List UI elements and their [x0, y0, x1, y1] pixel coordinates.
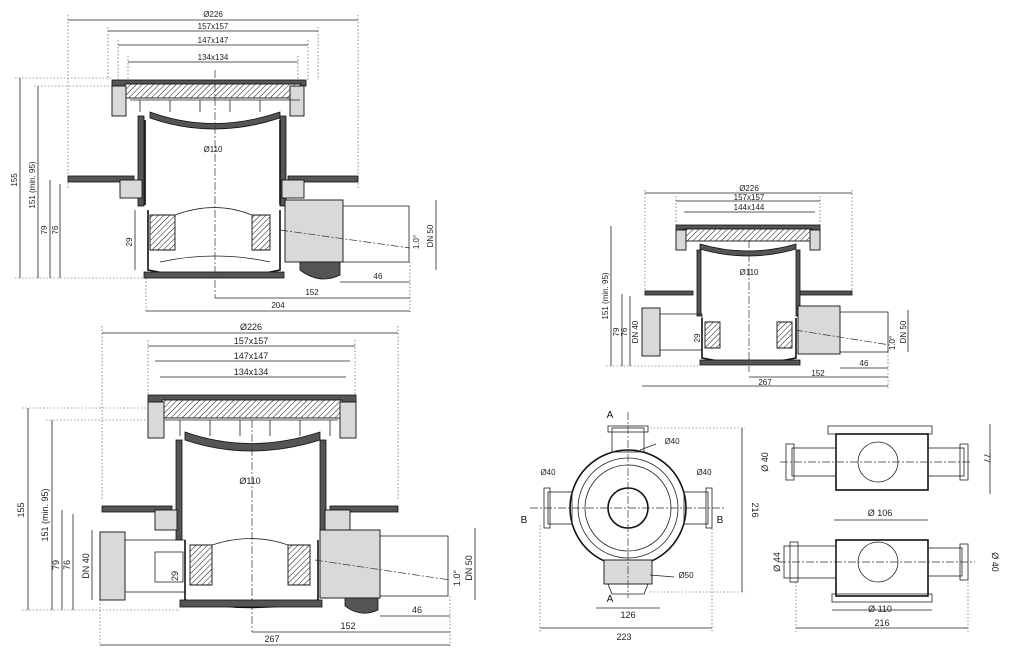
v3-dim-slope: 1.0°: [888, 336, 897, 350]
sec-bot-dim-d110: Ø 110: [868, 604, 892, 614]
v3-dim-79: 79: [612, 327, 621, 336]
v3-dim-267: 267: [758, 378, 772, 387]
v1-dim-157: 157x157: [198, 22, 229, 31]
v1-dim-134: 134x134: [198, 53, 229, 62]
view3-drain-section: Ø226 157x157 144x144 Ø110 151 (min. 95) …: [601, 184, 909, 388]
v3-dim-157: 157x157: [734, 193, 765, 202]
v1-dim-46: 46: [374, 272, 383, 281]
v1-dim-204: 204: [271, 301, 285, 310]
v2-dim-157: 157x157: [234, 336, 269, 346]
v3-dim-226: Ø226: [739, 184, 759, 193]
plan-section-a-top: A: [607, 410, 614, 421]
v3-dim-151: 151 (min. 95): [601, 272, 610, 319]
v2-dim-slope: 1.0°: [452, 570, 462, 587]
v2-dim-134: 134x134: [234, 367, 269, 377]
v1-dim-155: 155: [10, 173, 19, 187]
v2-dim-29: 29: [170, 571, 180, 581]
sec-bot-dim-d40: Ø 40: [990, 552, 1000, 572]
v3-dim-110: Ø110: [740, 268, 760, 277]
plan-dim-d40-top: Ø40: [664, 437, 680, 446]
v2-dim-76: 76: [62, 560, 72, 570]
v1-dim-dn50: DN 50: [426, 224, 435, 247]
sec-bot-dim-216: 216: [874, 618, 889, 628]
v1-dim-152: 152: [305, 288, 319, 297]
v2-dim-151: 151 (min. 95): [40, 488, 50, 541]
v1-dim-76: 76: [51, 225, 60, 234]
v2-dim-152: 152: [340, 621, 355, 631]
sec-top-dim-77: 77: [982, 453, 992, 463]
plan-dim-d40-right: Ø40: [696, 468, 712, 477]
v3-dim-144: 144x144: [734, 203, 765, 212]
v1-dim-151: 151 (min. 95): [28, 161, 37, 208]
v3-dim-dn50: DN 50: [899, 320, 908, 343]
v1-dim-147: 147x147: [198, 36, 229, 45]
v3-dim-76: 76: [620, 327, 629, 336]
plan-section-a-bottom: A: [607, 594, 614, 605]
v1-dim-slope: 1.0°: [412, 235, 421, 249]
v2-dim-dn40: DN 40: [81, 553, 91, 579]
v1-dim-110: Ø110: [204, 145, 224, 154]
v3-dim-152: 152: [811, 369, 825, 378]
v2-dim-79: 79: [51, 560, 61, 570]
v2-dim-147: 147x147: [234, 351, 269, 361]
v3-dim-29: 29: [693, 333, 702, 342]
view2-drain-section: Ø226 157x157 147x147 134x134 Ø110: [16, 322, 476, 646]
v2-dim-46: 46: [412, 605, 422, 615]
sec-bot-dim-d44: Ø 44: [772, 552, 782, 572]
v1-dim-226: Ø226: [203, 10, 223, 19]
view1-drain-section: Ø226 157x157 147x147 134x134 Ø110: [10, 10, 437, 312]
v3-dim-dn40: DN 40: [631, 320, 640, 343]
plan-dim-d40-left: Ø40: [540, 468, 556, 477]
plan-view: A A B B Ø40 Ø40 Ø40 Ø50 216 126 223: [521, 410, 760, 642]
v1-dim-79: 79: [40, 225, 49, 234]
plan-section-b-right: B: [717, 515, 724, 526]
plan-section-b-left: B: [521, 515, 528, 526]
plan-dim-d50: Ø50: [678, 571, 694, 580]
sec-top-dim-d40: Ø 40: [760, 452, 770, 472]
v2-dim-dn50: DN 50: [464, 555, 474, 581]
plan-dim-216: 216: [750, 502, 760, 517]
v2-dim-267: 267: [264, 634, 279, 644]
plan-dim-223: 223: [616, 632, 631, 642]
section-top-right: Ø 40 77: [760, 424, 992, 494]
plan-dim-126: 126: [620, 610, 635, 620]
v3-dim-46: 46: [860, 359, 869, 368]
section-bottom-right: Ø 106 Ø 44 Ø 40 Ø 110 216: [772, 508, 1000, 632]
v1-dim-29: 29: [125, 237, 134, 246]
v2-dim-226: Ø226: [240, 322, 262, 332]
sec-bot-dim-d106: Ø 106: [868, 508, 893, 518]
v2-dim-155: 155: [16, 502, 26, 517]
v2-dim-110: Ø110: [239, 476, 260, 486]
